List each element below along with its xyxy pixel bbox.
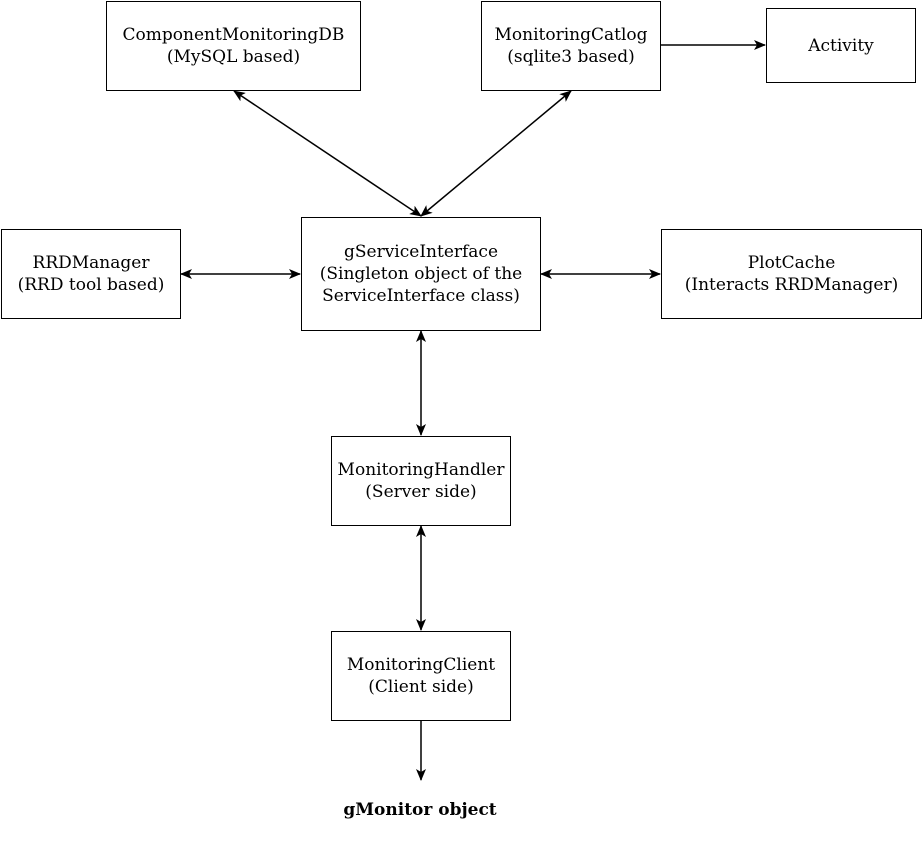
node-subtitle: (Client side)	[368, 677, 474, 697]
edge-componentdb-serviceinterface	[233, 90, 422, 217]
node-subtitle: (MySQL based)	[166, 47, 301, 67]
node-title: MonitoringCatlog	[494, 25, 648, 45]
node-title: ComponentMonitoringDB	[122, 25, 345, 45]
node-monitoring-client: MonitoringClient (Client side)	[331, 631, 511, 721]
node-subtitle: (Server side)	[365, 482, 477, 502]
node-subtitle: (Interacts RRDManager)	[684, 275, 899, 295]
node-subtitle: (RRD tool based)	[17, 275, 165, 295]
node-title: PlotCache	[747, 253, 836, 273]
node-monitoring-handler: MonitoringHandler (Server side)	[331, 436, 511, 526]
node-subtitle: (Singleton object of the	[319, 264, 523, 284]
node-title: Activity	[808, 35, 874, 56]
node-monitoring-catalog: MonitoringCatlog (sqlite3 based)	[481, 1, 661, 91]
output-label: gMonitor object	[343, 800, 497, 820]
node-component-monitoring-db: ComponentMonitoringDB (MySQL based)	[106, 1, 361, 91]
node-title: RRDManager	[32, 253, 150, 273]
node-title: gServiceInterface	[343, 242, 499, 262]
node-subtitle-2: ServiceInterface class)	[322, 286, 520, 306]
node-subtitle: (sqlite3 based)	[507, 47, 635, 67]
node-title: MonitoringClient	[346, 655, 496, 675]
edge-catalog-serviceinterface	[420, 90, 572, 217]
node-activity: Activity	[766, 8, 916, 83]
node-plot-cache: PlotCache (Interacts RRDManager)	[661, 229, 922, 319]
node-rrd-manager: RRDManager (RRD tool based)	[1, 229, 181, 319]
node-title: MonitoringHandler	[337, 460, 505, 480]
node-service-interface: gServiceInterface (Singleton object of t…	[301, 217, 541, 331]
